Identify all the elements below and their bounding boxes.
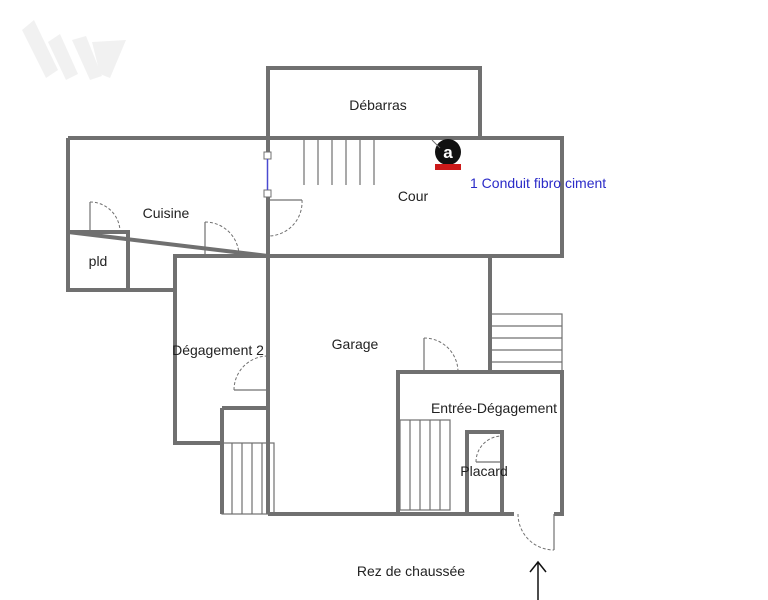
watermark-logo-icon bbox=[22, 20, 126, 80]
annotation-marker-letter: a bbox=[443, 143, 453, 162]
stairs-degagement bbox=[221, 442, 275, 515]
annotation-text: 1 Conduit fibro ciment bbox=[470, 175, 606, 191]
wall-pld bbox=[66, 230, 130, 292]
annotation-marker-icon: a bbox=[431, 139, 461, 170]
door-garage bbox=[423, 337, 459, 373]
room-label-pld: pld bbox=[89, 253, 108, 269]
room-label-debarras: Débarras bbox=[349, 97, 407, 113]
door-placard bbox=[475, 435, 503, 463]
stairs-cour bbox=[303, 138, 375, 185]
room-label-cour: Cour bbox=[398, 188, 429, 204]
entrance-arrow-icon bbox=[529, 560, 547, 600]
wall-degagement2 bbox=[173, 256, 268, 445]
wall-garage bbox=[268, 256, 564, 516]
room-label-cuisine: Cuisine bbox=[143, 205, 190, 221]
room-label-entree: Entrée-Dégagement bbox=[431, 400, 557, 416]
door-degagement2 bbox=[233, 355, 269, 391]
floor-label: Rez de chaussée bbox=[357, 563, 465, 579]
stairs-entree bbox=[399, 419, 451, 511]
door-pld bbox=[89, 201, 121, 233]
wall-placard bbox=[465, 430, 504, 514]
door-cour bbox=[267, 199, 303, 237]
room-label-placard: Placard bbox=[460, 463, 507, 479]
room-label-degagement2: Dégagement 2 bbox=[172, 342, 264, 358]
stairs-garage-right bbox=[489, 313, 563, 373]
door-cuisine bbox=[204, 221, 240, 257]
door-entree bbox=[517, 513, 555, 551]
window-marker bbox=[263, 151, 272, 198]
room-label-garage: Garage bbox=[332, 336, 379, 352]
